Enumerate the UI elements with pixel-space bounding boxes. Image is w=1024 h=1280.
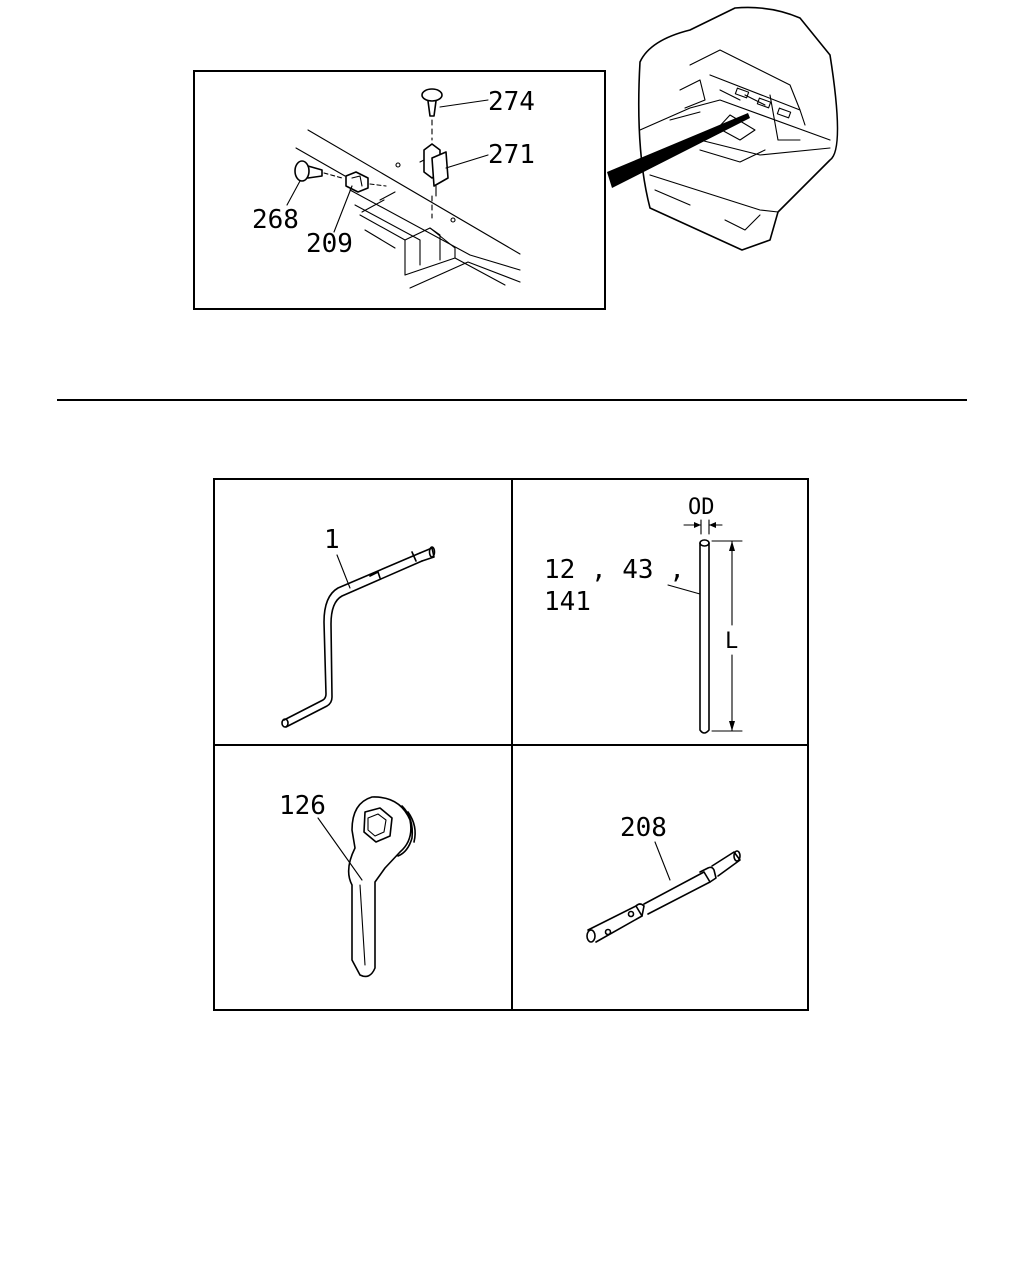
leader-271 <box>445 154 489 169</box>
rivet-268 <box>294 160 343 182</box>
screw-274 <box>421 88 443 141</box>
callout-od: OD <box>688 495 715 520</box>
leader-1 <box>336 554 351 589</box>
leader-126 <box>317 817 363 881</box>
detail-inset: 274 271 268 209 <box>193 70 606 310</box>
leader-274 <box>439 99 489 108</box>
callout-length: L <box>725 629 738 654</box>
callout-268: 268 <box>252 205 299 235</box>
callout-141: 141 <box>544 587 591 617</box>
cell-wrench: 126 <box>279 791 416 978</box>
pin-12-43-141 <box>699 539 710 734</box>
leader-12 <box>667 584 701 595</box>
callout-271: 271 <box>488 140 535 170</box>
cell-extension-bar: 208 <box>586 813 741 943</box>
callout-274: 274 <box>488 87 535 117</box>
extension-bar-208 <box>586 850 741 943</box>
leader-268 <box>286 180 301 206</box>
callout-1: 1 <box>324 525 340 555</box>
detail-inset-frame <box>193 70 606 310</box>
callout-208: 208 <box>620 813 667 843</box>
grommet-209 <box>345 171 387 193</box>
crank-handle-1 <box>281 546 436 728</box>
od-dimension <box>683 519 723 535</box>
cab-overview <box>637 6 839 251</box>
floor-panel <box>295 129 521 289</box>
callout-209: 209 <box>306 229 353 259</box>
clip-271 <box>419 143 449 219</box>
detail-pointer-wedge <box>607 113 750 188</box>
tools-grid <box>213 478 809 1011</box>
length-dimension <box>711 540 743 732</box>
cell-pin: OD L 12 , 43 , 141 <box>544 495 743 734</box>
wrench-126 <box>347 796 416 978</box>
cell-crank-handle: 1 <box>281 525 436 728</box>
leader-209 <box>333 185 353 233</box>
callout-126: 126 <box>279 791 326 821</box>
callout-12-43: 12 , 43 , <box>544 555 685 585</box>
leader-208 <box>654 841 671 881</box>
